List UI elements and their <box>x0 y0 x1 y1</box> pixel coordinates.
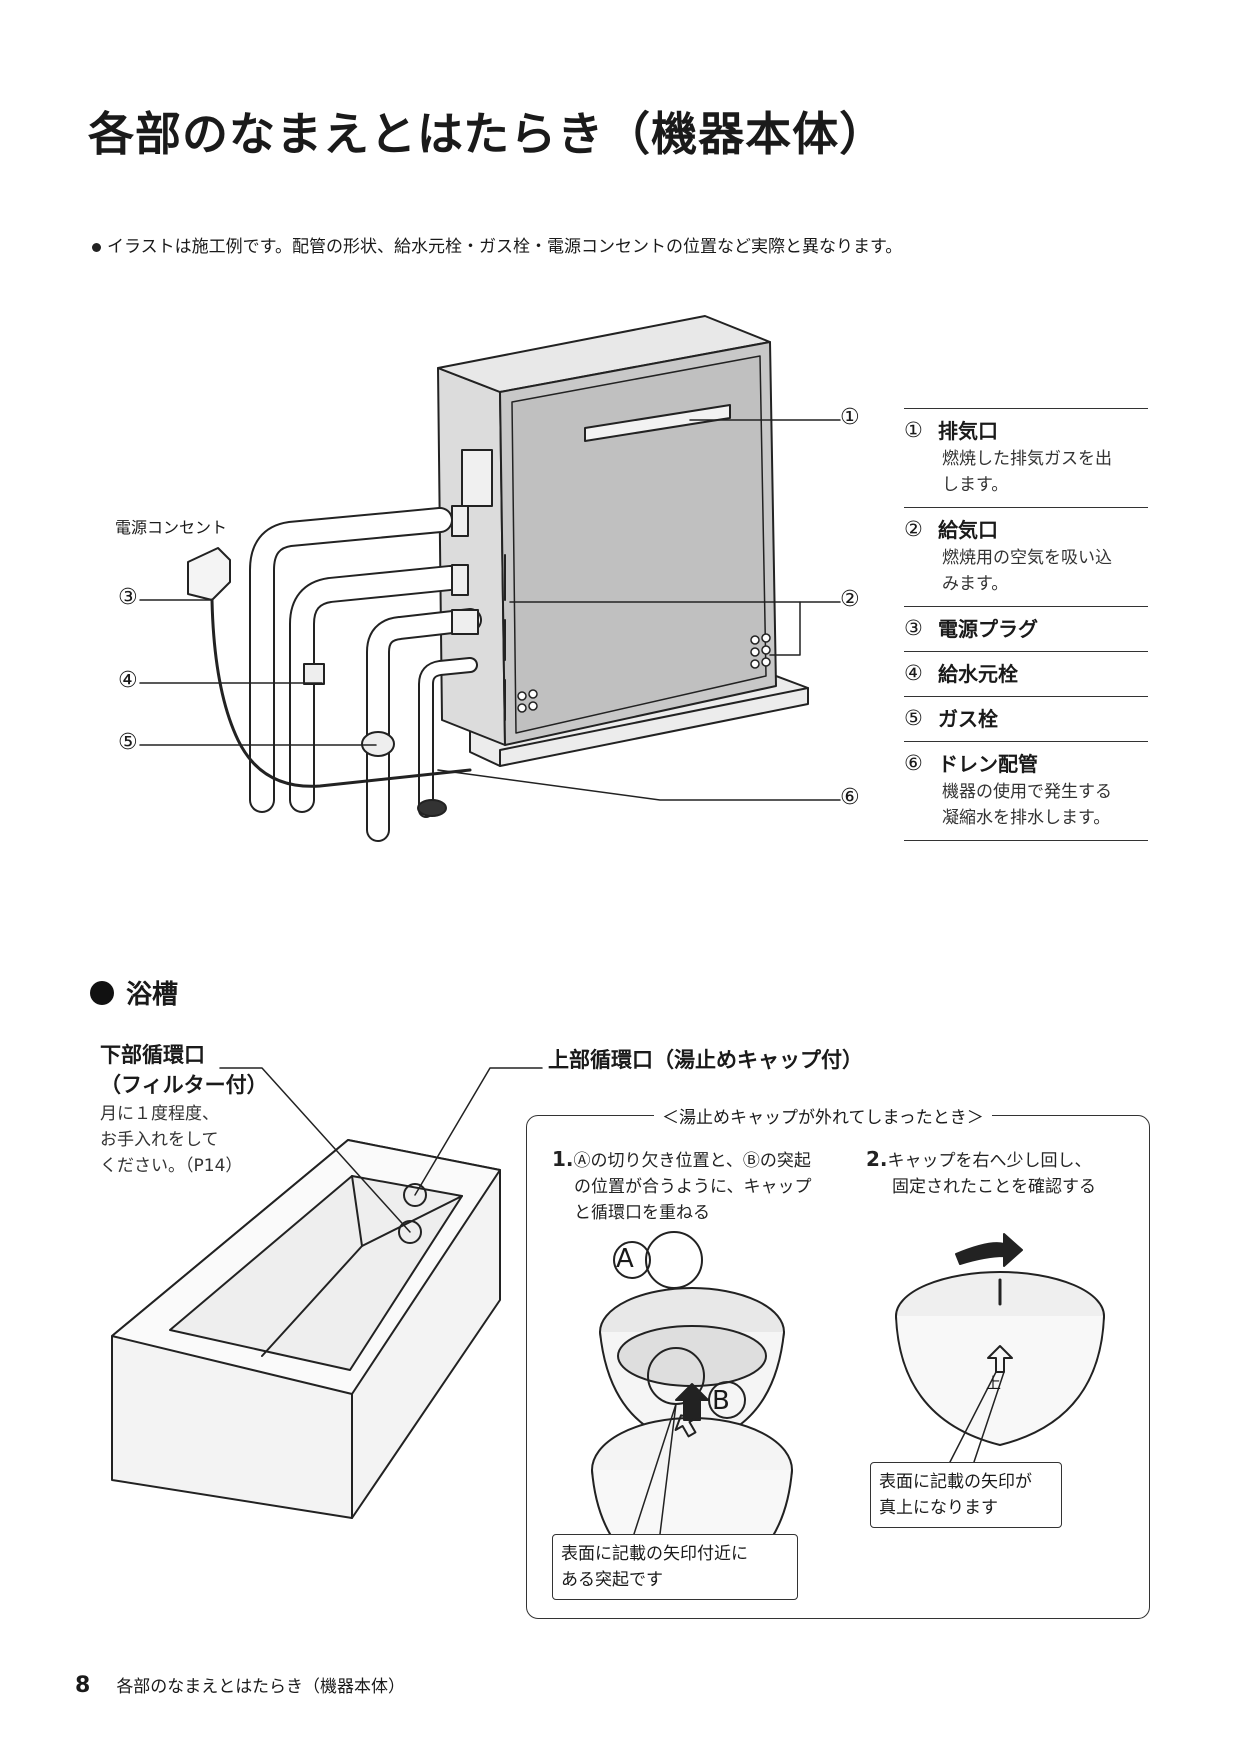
page-title: 各部のなまえとはたらき（機器本体） <box>88 107 887 161</box>
callout-6: ⑥ <box>840 785 860 810</box>
footer-title: 各部のなまえとはたらき（機器本体） <box>116 1677 405 1697</box>
part-desc-line: 燃焼した排気ガスを出 <box>942 449 1112 469</box>
callout-4: ④ <box>118 668 138 693</box>
part-intake: ② 給気口 燃焼用の空気を吸い込みます。 <box>904 507 1148 606</box>
part-exhaust: ① 排気口 燃焼した排気ガスを出します。 <box>904 408 1148 507</box>
part-name: ドレン配管 <box>938 752 1038 776</box>
step-2: 2.キャップを右へ少し回し、 固定されたことを確認する <box>866 1146 1096 1200</box>
water-heater-illustration <box>139 315 841 842</box>
part-power-plug: ③ 電源プラグ <box>904 606 1148 651</box>
callout-1: ① <box>840 405 860 430</box>
part-name: 電源プラグ <box>938 617 1038 641</box>
outlet-label: 電源コンセント <box>115 518 228 537</box>
part-number: ④ <box>904 660 923 685</box>
lower-outlet-note: 月に１度程度、 お手入れをして ください。（P14） <box>100 1101 242 1179</box>
step-line: と循環口を重ねる <box>574 1203 710 1223</box>
part-name: 給気口 <box>938 518 998 542</box>
part-number: ⑤ <box>904 705 923 730</box>
part-desc-line: みます。 <box>942 574 1009 594</box>
note-line: ください。（P14） <box>100 1156 243 1176</box>
step-line: Ⓐの切り欠き位置と、Ⓑの突起 <box>573 1151 811 1171</box>
upper-outlet-label: 上部循環口（湯止めキャップ付） <box>548 1048 863 1072</box>
step-line: キャップを右へ少し回し、 <box>887 1151 1092 1171</box>
step-number: 2. <box>866 1147 888 1171</box>
step-line: の位置が合うように、キャップ <box>574 1177 812 1197</box>
bullet-icon <box>92 242 101 252</box>
lower-outlet-name: 下部循環口 <box>100 1043 205 1067</box>
arrow-explanation-box: 表面に記載の矢印が 真上になります <box>870 1462 1062 1528</box>
part-gas-valve: ⑤ ガス栓 <box>904 696 1148 741</box>
lower-outlet-filter: （フィルター付） <box>100 1073 268 1097</box>
page-footer: 8 各部のなまえとはたらき（機器本体） <box>75 1672 405 1698</box>
box-line: 表面に記載の矢印付近に <box>561 1544 748 1564</box>
part-desc-line: 機器の使用で発生する <box>942 782 1112 802</box>
notch-explanation-box: 表面に記載の矢印付近に ある突起です <box>552 1534 798 1600</box>
bathtub-heading: 浴槽 <box>90 974 178 1011</box>
panel-title: ＜湯止めキャップが外れてしまったとき＞ <box>654 1103 992 1128</box>
note-line: 月に１度程度、 <box>100 1104 219 1124</box>
part-desc-line: 燃焼用の空気を吸い込 <box>942 548 1112 568</box>
callout-3: ③ <box>118 585 138 610</box>
part-number: ⑥ <box>904 750 923 775</box>
box-line: ある突起です <box>561 1570 663 1590</box>
page-number: 8 <box>75 1673 91 1698</box>
note-line: お手入れをして <box>100 1130 219 1150</box>
part-name: ガス栓 <box>938 707 998 731</box>
part-number: ③ <box>904 615 923 640</box>
part-desc-line: します。 <box>942 475 1009 495</box>
note-text: イラストは施工例です。配管の形状、給水元栓・ガス栓・電源コンセントの位置など実際… <box>107 237 903 257</box>
mark-b: B <box>712 1386 730 1416</box>
step-line: 固定されたことを確認する <box>892 1177 1096 1197</box>
cap-up-mark: 上 <box>986 1374 1002 1392</box>
step-1: 1.Ⓐの切り欠き位置と、Ⓑの突起 の位置が合うように、キャップ と循環口を重ねる <box>552 1146 812 1226</box>
bathtub-heading-text: 浴槽 <box>126 980 179 1010</box>
part-name: 給水元栓 <box>938 662 1018 686</box>
lower-outlet-label: 下部循環口 （フィルター付） <box>100 1040 268 1100</box>
part-name: 排気口 <box>938 419 998 443</box>
mark-a: A <box>616 1244 634 1274</box>
callout-5: ⑤ <box>118 730 138 755</box>
part-number: ② <box>904 516 923 541</box>
part-water-valve: ④ 給水元栓 <box>904 651 1148 696</box>
callout-2: ② <box>840 587 860 612</box>
step-number: 1. <box>552 1147 574 1171</box>
bullet-icon <box>90 980 114 1005</box>
part-number: ① <box>904 417 923 442</box>
part-desc-line: 凝縮水を排水します。 <box>942 808 1111 828</box>
box-line: 真上になります <box>879 1498 998 1518</box>
box-line: 表面に記載の矢印が <box>879 1472 1032 1492</box>
part-drain-pipe: ⑥ ドレン配管 機器の使用で発生する凝縮水を排水します。 <box>904 741 1148 841</box>
illustration-note: イラストは施工例です。配管の形状、給水元栓・ガス栓・電源コンセントの位置など実際… <box>92 232 902 257</box>
